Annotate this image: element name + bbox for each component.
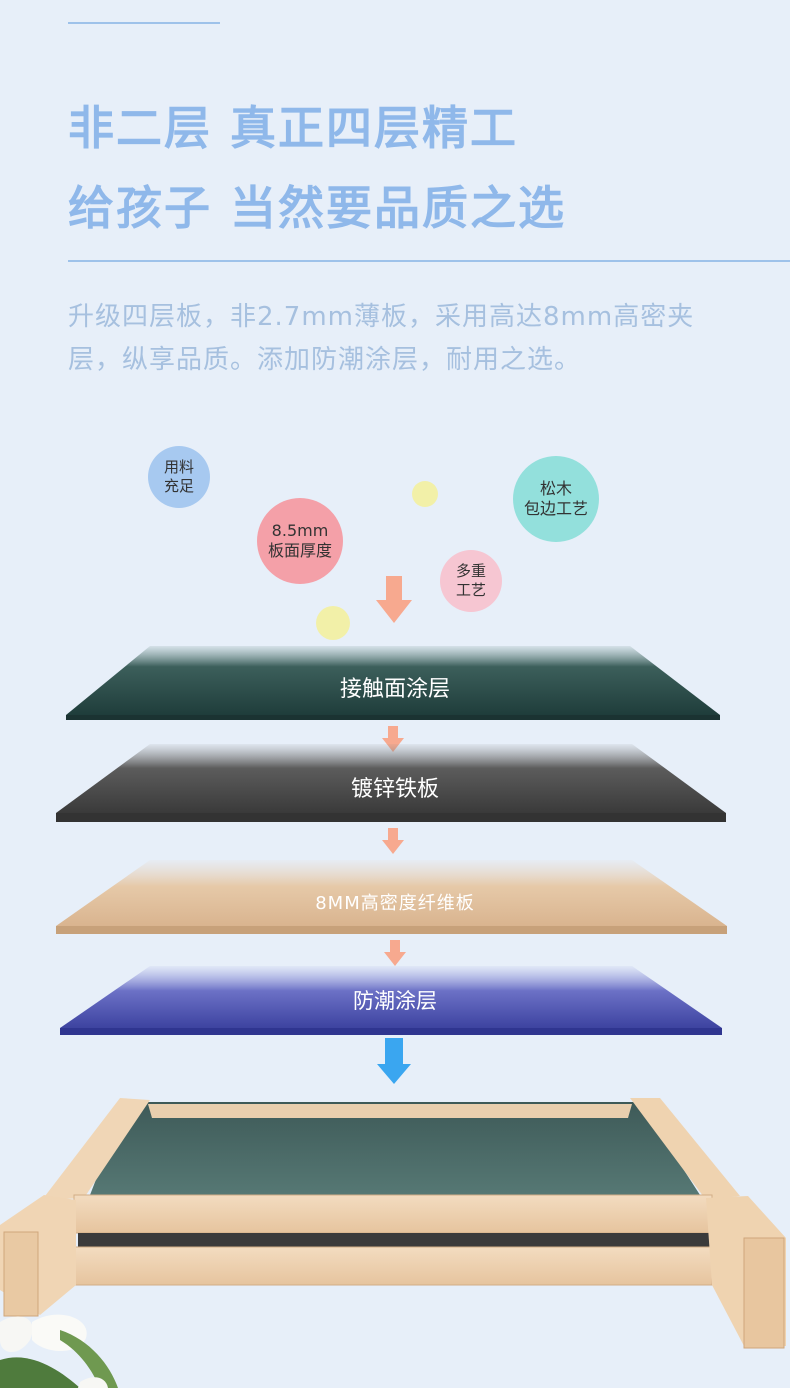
- arrow-down-icon: [382, 828, 404, 854]
- top-divider: [68, 22, 220, 24]
- layer-contact-label: 接触面涂层: [339, 677, 450, 702]
- bubble-thickness-label: 8.5mm 板面厚度: [267, 521, 332, 560]
- bubble-multi-label: 多重 工艺: [455, 562, 486, 599]
- description-text: 升级四层板，非2.7mm薄板，采用高达8mm高密夹层，纵享品质。添加防潮涂层，耐…: [68, 302, 695, 375]
- headline-divider: [68, 260, 790, 262]
- layer-diagram: [0, 576, 786, 1388]
- layer-steel-label: 镀锌铁板: [350, 777, 439, 802]
- layer-mdf-surface: [56, 860, 727, 926]
- arrow-down-icon: [377, 1038, 411, 1084]
- chalkboard-product-image: [0, 1098, 786, 1349]
- layer-contact-surface: [66, 646, 720, 715]
- bubble-multi: 多重 工艺: [440, 550, 502, 612]
- bubble-material-label: 用料 充足: [163, 458, 194, 495]
- layer-moisture-surface: [60, 966, 722, 1028]
- headline-line-2: 给孩子 当然要品质之选: [68, 181, 567, 235]
- bubble-pine-label: 松木 包边工艺: [523, 479, 588, 518]
- decor-dot: [412, 481, 438, 507]
- headline-line-1: 非二层 真正四层精工: [68, 101, 519, 155]
- tulip-decoration: [0, 1314, 118, 1388]
- layer-moisture-label: 防潮涂层: [353, 989, 437, 1013]
- bubble-material: 用料 充足: [148, 446, 210, 508]
- layer-steel-surface: [56, 744, 726, 813]
- decor-dot: [316, 606, 350, 640]
- layer-mdf-label: 8MM高密度纤维板: [315, 893, 475, 914]
- arrow-down-icon: [384, 940, 406, 966]
- bubble-thickness: 8.5mm 板面厚度: [257, 498, 343, 584]
- bubble-pine: 松木 包边工艺: [513, 456, 599, 542]
- arrow-down-icon: [376, 576, 412, 623]
